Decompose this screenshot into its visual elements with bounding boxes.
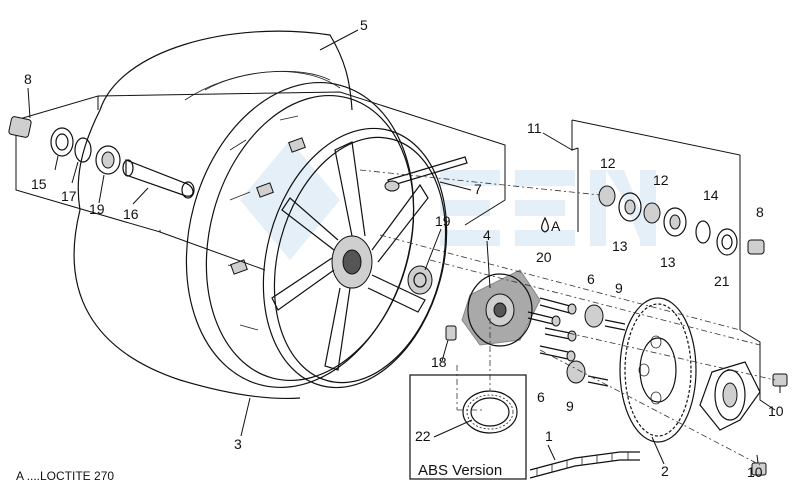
callout-10-upper: 10	[768, 403, 784, 419]
callout-15: 15	[31, 176, 47, 192]
abs-tone-ring	[462, 390, 518, 434]
loctite-footnote: A ....LOCTITE 270	[16, 469, 114, 483]
callout-17: 17	[61, 188, 77, 204]
sprocket-carrier	[699, 361, 761, 431]
callout-18: 18	[431, 354, 447, 370]
leader-lines	[27, 29, 781, 465]
circlip-14	[695, 220, 711, 244]
callout-19-right: 19	[435, 213, 451, 229]
loctite-marker: A	[541, 216, 561, 234]
callout-1: 1	[545, 428, 553, 444]
right-side-parts	[598, 185, 765, 256]
oil-seal-21	[716, 228, 738, 256]
bearing-13b	[663, 207, 687, 237]
callout-7: 7	[474, 181, 482, 197]
callout-10-lower: 10	[747, 464, 763, 480]
callout-14: 14	[703, 187, 719, 203]
callout-12-right: 12	[653, 172, 669, 188]
abs-version-label: ABS Version	[418, 462, 502, 479]
callout-4: 4	[483, 227, 491, 243]
axle-nut-left	[8, 116, 32, 138]
callout-19-left: 19	[89, 201, 105, 217]
pin-18	[445, 325, 457, 341]
nut-10-lower	[751, 462, 767, 476]
cush-drive-hub	[461, 269, 541, 347]
wheel-rim	[185, 81, 448, 389]
callout-21: 21	[714, 273, 730, 289]
callout-2: 2	[661, 463, 669, 479]
bearing-left	[95, 145, 121, 175]
left-axle-parts	[8, 116, 195, 199]
sprocket	[619, 297, 697, 443]
hub-bolts	[445, 297, 577, 362]
callout-13-left: 13	[612, 238, 628, 254]
axle-spacer	[125, 159, 194, 197]
tyre	[73, 30, 353, 400]
callout-6-upper: 6	[587, 271, 595, 287]
callout-9-lower: 9	[566, 398, 574, 414]
callout-8-right: 8	[756, 204, 764, 220]
callout-6-lower: 6	[537, 389, 545, 405]
abs-version-box	[409, 374, 527, 480]
callout-11: 11	[527, 120, 542, 136]
callout-labels: 5 8 15 17 19 16 7 19 4 20 11 12 12 14 8 …	[24, 17, 784, 480]
spacer-12a	[598, 185, 616, 207]
callout-22: 22	[415, 428, 431, 444]
bearing-13a	[618, 192, 642, 222]
watermark-logo	[240, 140, 656, 260]
callout-5: 5	[360, 17, 368, 33]
nut-10-upper	[772, 373, 788, 387]
callout-13-right: 13	[660, 254, 676, 270]
circlip-left	[74, 137, 92, 163]
axle-nut-right	[747, 239, 765, 255]
drive-chain	[529, 451, 640, 479]
callout-20: 20	[536, 249, 552, 265]
callout-16: 16	[123, 206, 139, 222]
callout-9-upper: 9	[615, 280, 623, 296]
spacer-12b	[643, 202, 661, 224]
callout-3: 3	[234, 436, 242, 452]
bearing-right	[407, 265, 433, 295]
loctite-letter: A	[551, 218, 561, 234]
loctite-drop-icon	[541, 216, 549, 233]
oil-seal-left	[50, 127, 74, 157]
callout-8-left: 8	[24, 71, 32, 87]
callout-12-left: 12	[600, 155, 616, 171]
